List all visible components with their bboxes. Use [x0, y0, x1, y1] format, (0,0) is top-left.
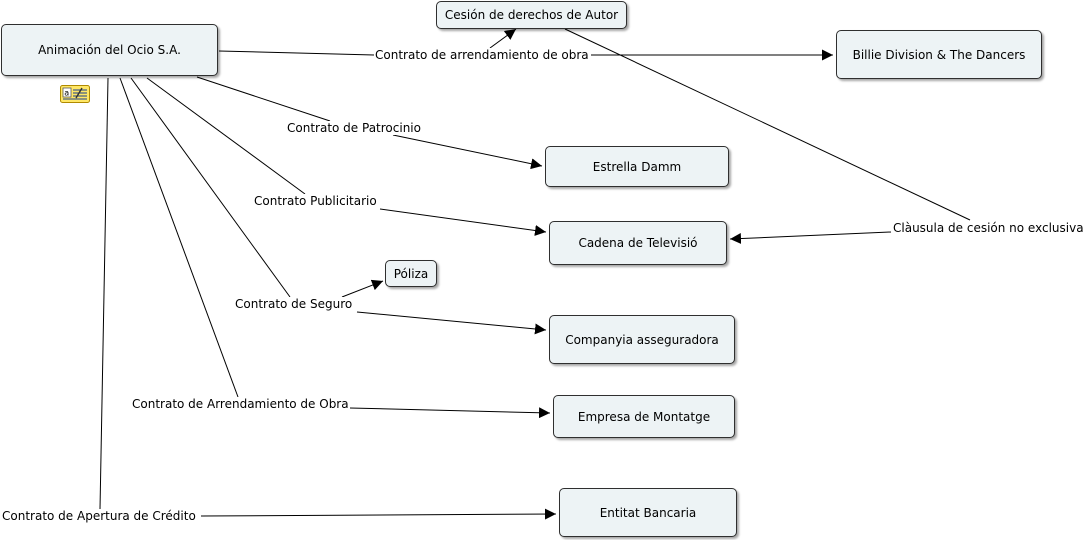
edge-apertura-to-bancaria: [200, 508, 557, 520]
note-icon[interactable]: a: [60, 85, 90, 103]
node-estrella-damm[interactable]: Estrella Damm: [545, 146, 729, 187]
node-empresa-montatge[interactable]: Empresa de Montatge: [553, 395, 735, 438]
edge-animacion-to-apertura: [99, 77, 109, 510]
link-publicitario[interactable]: Contrato Publicitario: [253, 194, 378, 208]
svg-text:a: a: [64, 89, 69, 98]
edge-arrendamiento-2-to-montatge: [349, 407, 551, 419]
node-billie-division[interactable]: Billie Division & The Dancers: [836, 30, 1042, 79]
edge-cesion-to-clausula: [564, 28, 971, 221]
edge-animacion-to-publicitario: [146, 77, 306, 195]
edge-publicitario-to-cadena: [379, 208, 547, 236]
link-arrendamiento-obra[interactable]: Contrato de arrendamiento de obra: [374, 48, 590, 62]
node-poliza-label: Póliza: [393, 266, 429, 281]
node-estrella-damm-label: Estrella Damm: [592, 159, 682, 174]
link-patrocinio[interactable]: Contrato de Patrocinio: [286, 121, 422, 135]
node-cadena-televisio[interactable]: Cadena de Televisió: [549, 221, 727, 265]
edge-seguro-to-poliza: [341, 279, 384, 298]
node-animacion-del-ocio-label: Animación del Ocio S.A.: [38, 43, 181, 57]
edge-animacion-to-arrendamiento: [218, 50, 375, 56]
edge-arrendamiento-to-cesion: [489, 28, 517, 49]
edge-animacion-to-seguro: [130, 77, 291, 298]
node-animacion-del-ocio[interactable]: Animación del Ocio S.A.: [1, 24, 218, 76]
edge-patrocinio-to-estrella: [392, 134, 543, 170]
link-apertura-credito[interactable]: Contrato de Apertura de Crédito: [1, 509, 197, 523]
node-companyia-asseguradora-label: Companyia asseguradora: [565, 332, 719, 347]
link-seguro[interactable]: Contrato de Seguro: [234, 297, 354, 311]
link-clausula-cesion[interactable]: Clàusula de cesión no exclusiva: [892, 221, 1085, 235]
edge-clausula-to-cadena: [729, 231, 892, 245]
node-cadena-televisio-label: Cadena de Televisió: [578, 236, 698, 250]
node-entitat-bancaria[interactable]: Entitat Bancaria: [559, 488, 737, 537]
node-cesion-derechos-autor[interactable]: Cesión de derechos de Autor: [436, 1, 627, 29]
node-billie-division-label: Billie Division & The Dancers: [852, 47, 1026, 62]
node-cesion-derechos-autor-label: Cesión de derechos de Autor: [444, 8, 619, 22]
link-arrendamiento-obra-2[interactable]: Contrato de Arrendamiento de Obra: [131, 397, 350, 411]
node-empresa-montatge-label: Empresa de Montatge: [577, 409, 711, 424]
edge-animacion-to-patrocinio: [196, 76, 331, 122]
node-poliza[interactable]: Póliza: [385, 260, 437, 287]
edge-seguro-to-companyia: [356, 311, 547, 335]
edge-animacion-to-arrendamiento-2: [119, 77, 239, 398]
node-companyia-asseguradora[interactable]: Companyia asseguradora: [549, 315, 735, 364]
node-entitat-bancaria-label: Entitat Bancaria: [599, 505, 697, 520]
